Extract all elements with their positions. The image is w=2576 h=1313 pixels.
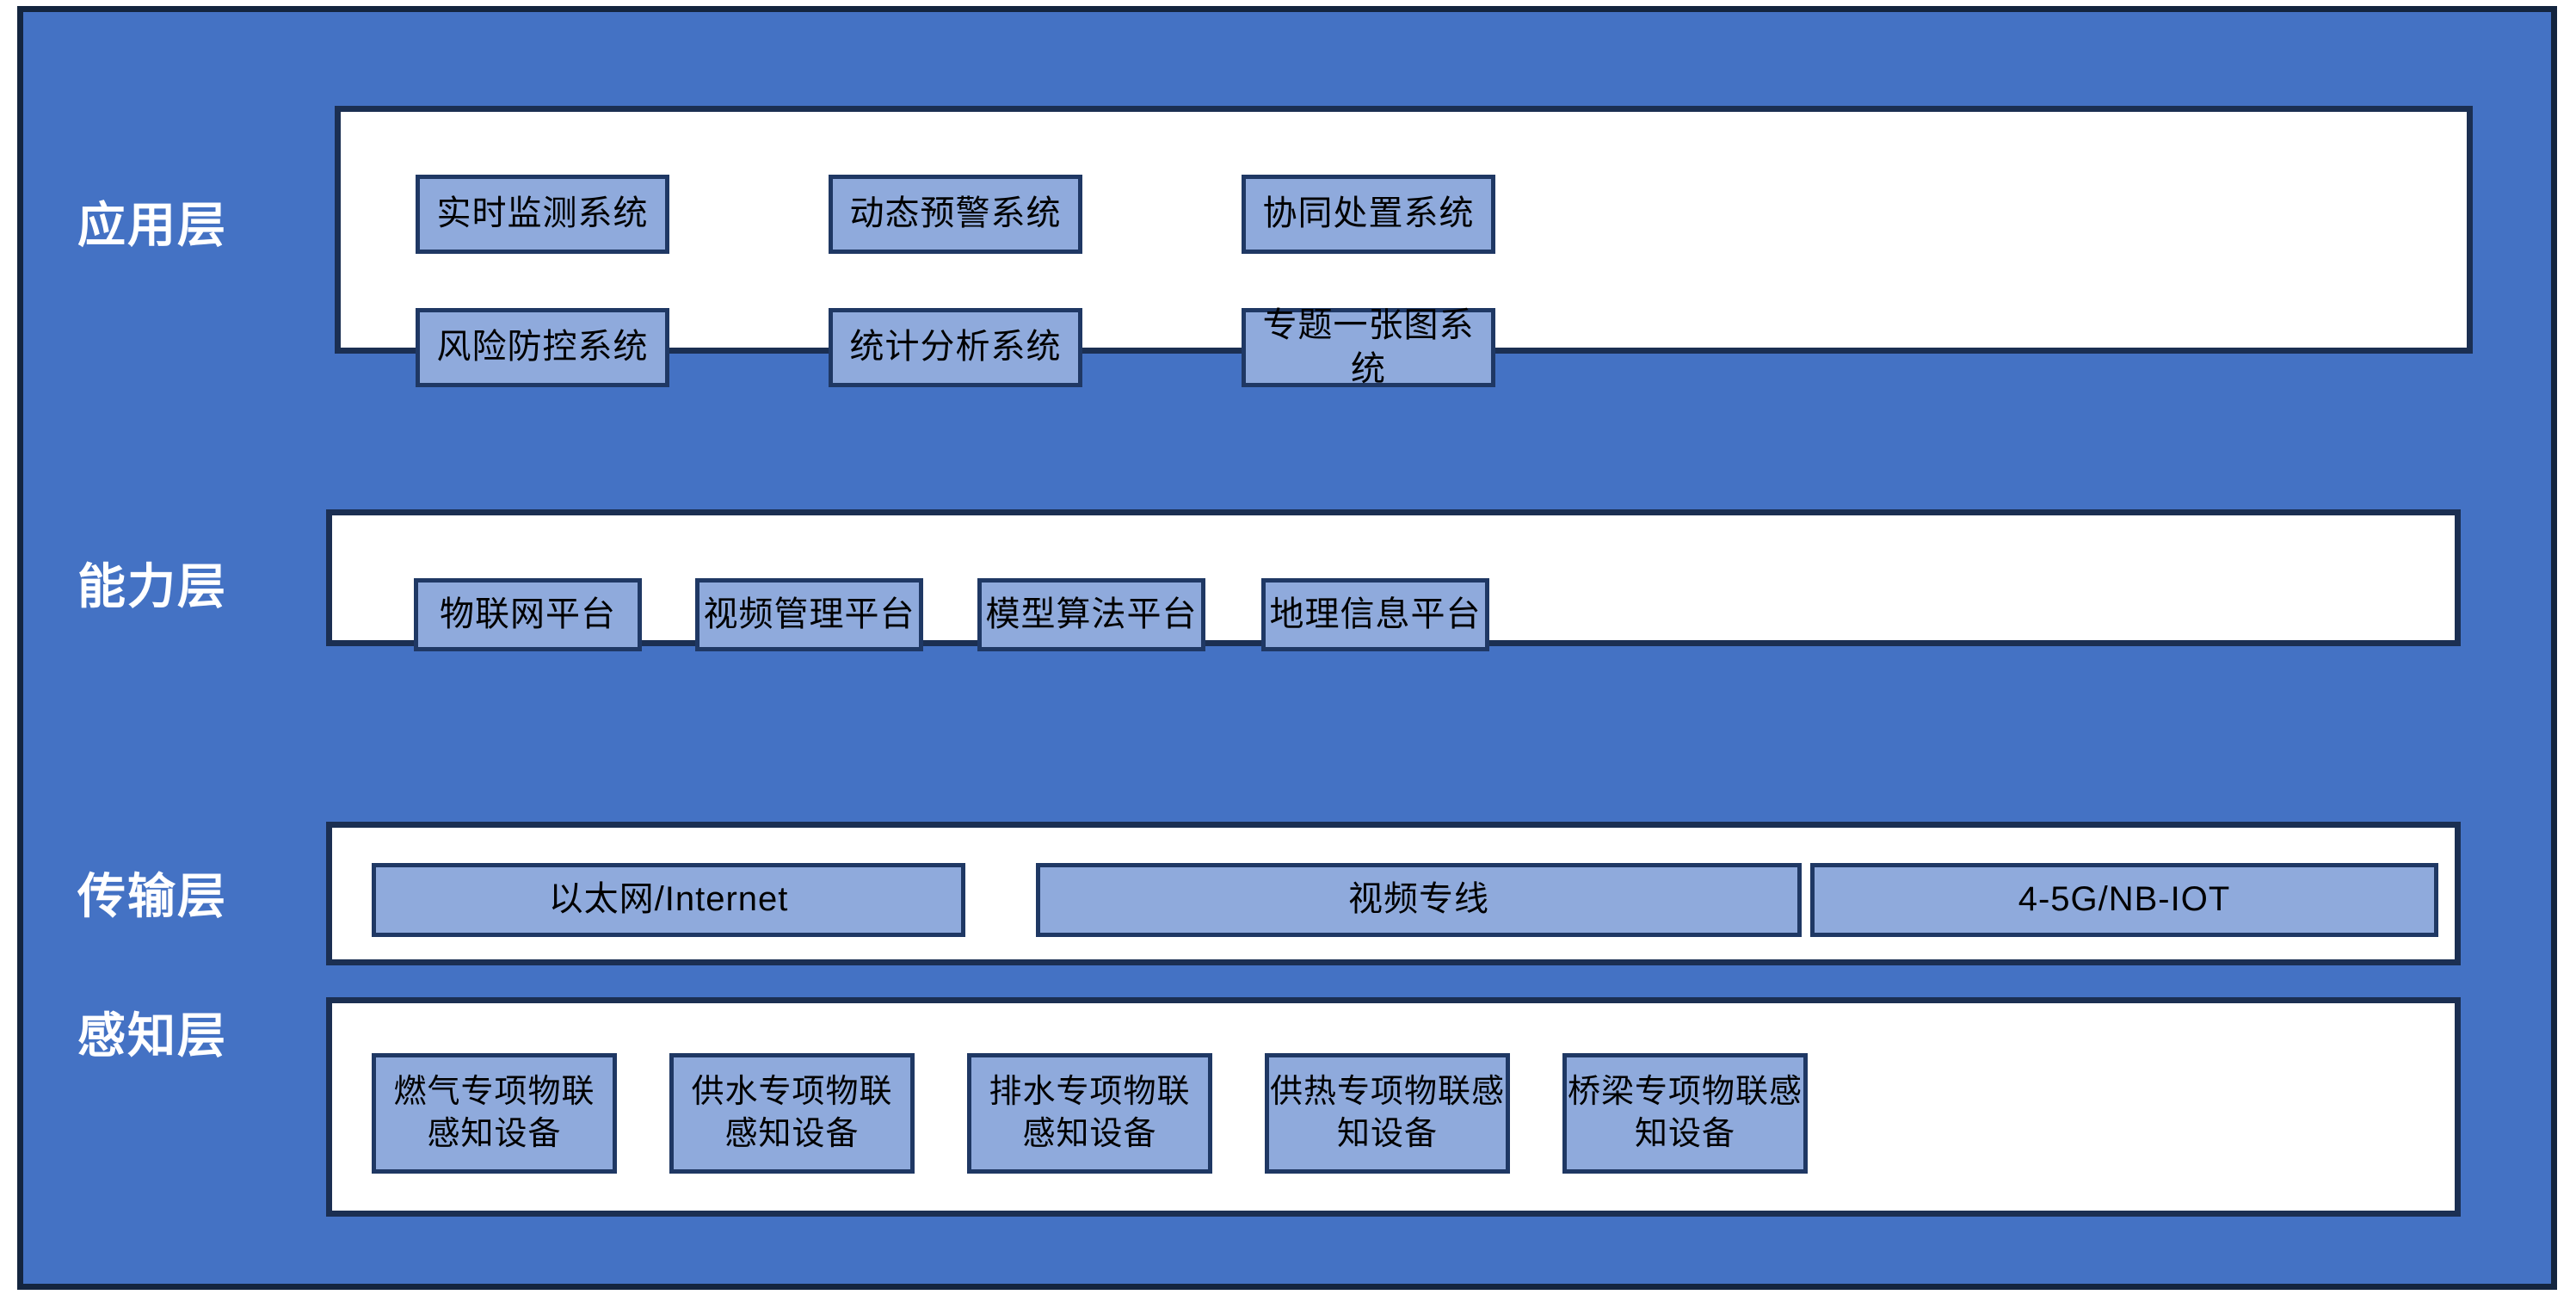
transmission-layer-panel: 以太网/Internet 视频专线 4-5G/NB-IOT [326, 822, 2461, 965]
node-realtime-monitoring-system[interactable]: 实时监测系统 [416, 175, 669, 254]
perception-layer-panel: 燃气专项物联 感知设备 供水专项物联 感知设备 排水专项物联 感知设备 供热专项… [326, 997, 2461, 1217]
capability-layer-panel: 物联网平台 视频管理平台 模型算法平台 地理信息平台 [326, 509, 2461, 651]
node-risk-prevention-system[interactable]: 风险防控系统 [416, 308, 669, 387]
node-video-management-platform[interactable]: 视频管理平台 [695, 578, 923, 651]
node-video-dedicated-line[interactable]: 视频专线 [1036, 863, 1802, 937]
node-gas-iot-devices[interactable]: 燃气专项物联 感知设备 [372, 1053, 617, 1174]
node-collaborative-disposal-system[interactable]: 协同处置系统 [1242, 175, 1495, 254]
node-gis-platform[interactable]: 地理信息平台 [1261, 578, 1489, 651]
layer-label-application: 应用层 [77, 198, 227, 252]
layer-label-capability: 能力层 [77, 559, 227, 613]
node-bridge-iot-devices[interactable]: 桥梁专项物联感 知设备 [1562, 1053, 1808, 1174]
node-drainage-iot-devices[interactable]: 排水专项物联 感知设备 [967, 1053, 1212, 1174]
node-dynamic-warning-system[interactable]: 动态预警系统 [829, 175, 1082, 254]
architecture-diagram: 应用层 实时监测系统 动态预警系统 协同处置系统 风险防控系统 统计分析系统 专… [17, 6, 2557, 1290]
node-model-algorithm-platform[interactable]: 模型算法平台 [977, 578, 1205, 651]
layer-label-perception: 感知层 [77, 1008, 227, 1063]
node-heating-iot-devices[interactable]: 供热专项物联感 知设备 [1265, 1053, 1510, 1174]
node-iot-platform[interactable]: 物联网平台 [414, 578, 642, 651]
layer-label-transmission: 传输层 [77, 869, 227, 923]
application-layer-panel: 实时监测系统 动态预警系统 协同处置系统 风险防控系统 统计分析系统 专题一张图… [335, 106, 2473, 388]
node-thematic-one-map-system[interactable]: 专题一张图系统 [1242, 306, 1495, 388]
node-ethernet-internet[interactable]: 以太网/Internet [372, 863, 965, 937]
node-mobile-nbiot[interactable]: 4-5G/NB-IOT [1810, 863, 2438, 937]
node-water-supply-iot-devices[interactable]: 供水专项物联 感知设备 [669, 1053, 915, 1174]
node-statistical-analysis-system[interactable]: 统计分析系统 [829, 308, 1082, 387]
